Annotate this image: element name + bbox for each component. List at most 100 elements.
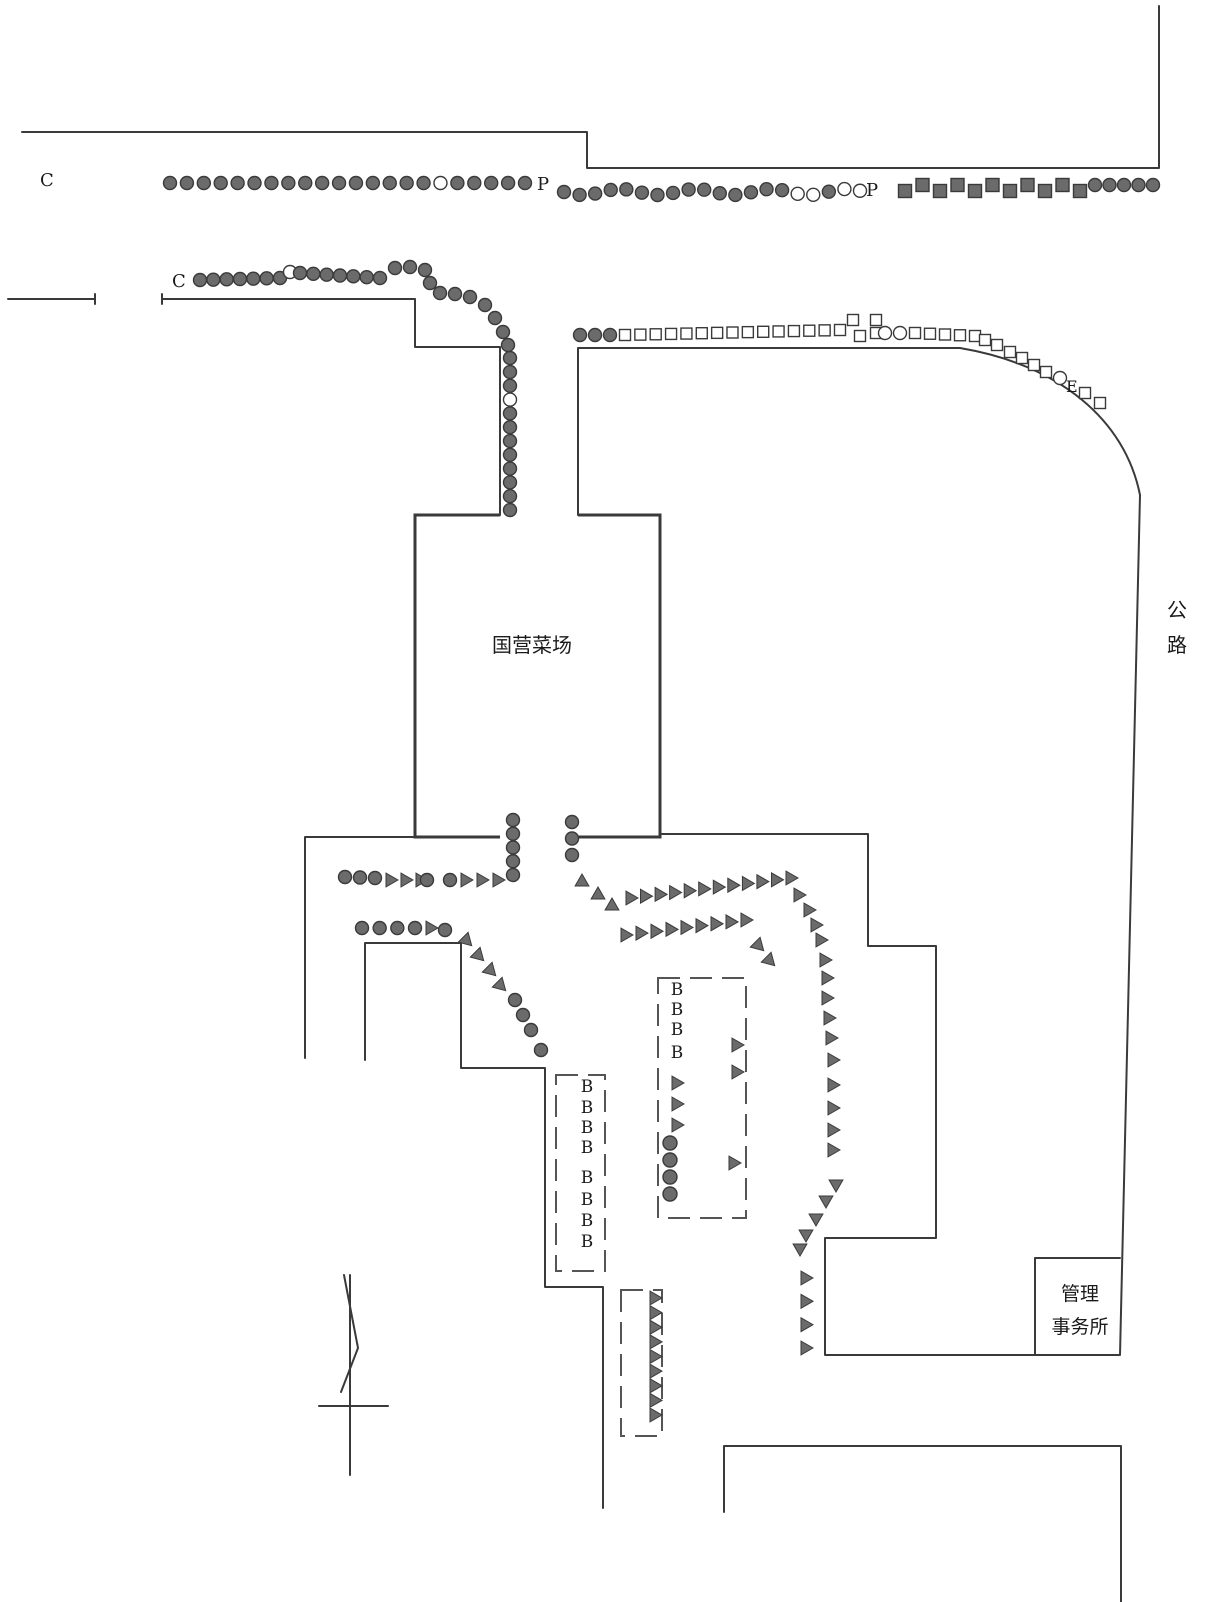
filled-circle-marker xyxy=(505,826,521,841)
road-label-1: 公 xyxy=(1167,598,1187,622)
p-label-1: P xyxy=(537,174,549,195)
triangle-marker xyxy=(821,990,836,1006)
open-square-marker xyxy=(908,326,922,340)
triangle-marker xyxy=(827,1100,842,1116)
open-square-marker xyxy=(726,326,739,339)
left-entrance-line xyxy=(7,293,501,516)
open-square-marker xyxy=(772,325,785,338)
filled-circle-marker xyxy=(246,271,261,286)
open-square-marker xyxy=(695,327,708,340)
open-square-marker xyxy=(741,325,755,339)
open-square-marker xyxy=(923,327,937,340)
open-square-marker xyxy=(803,324,816,337)
filled-circle-marker xyxy=(292,265,308,281)
filled-circle-marker xyxy=(500,175,516,191)
filled-circle-marker xyxy=(450,175,465,191)
triangle-marker xyxy=(798,1229,814,1244)
b-label: B xyxy=(581,1190,594,1210)
triangle-marker xyxy=(649,1363,663,1379)
filled-circle-marker xyxy=(505,867,521,883)
market-building xyxy=(413,513,662,839)
top-street-boundary xyxy=(21,5,1160,169)
filled-circle-marker xyxy=(206,272,221,287)
open-square-marker xyxy=(1027,358,1041,372)
b-label: B xyxy=(581,1232,594,1252)
open-square-marker xyxy=(649,328,662,341)
filled-circle-marker xyxy=(662,1169,678,1185)
filled-circle-marker xyxy=(662,1186,678,1202)
triangle-marker xyxy=(800,1270,815,1286)
filled-circle-marker xyxy=(1145,177,1161,193)
filled-circle-marker xyxy=(417,262,433,278)
open-circle-marker xyxy=(1052,370,1068,386)
triangle-marker xyxy=(756,873,770,890)
filled-circle-marker xyxy=(556,184,572,200)
triangle-marker xyxy=(695,917,709,934)
filled-circle-marker xyxy=(523,1022,539,1038)
filled-square-marker xyxy=(1020,177,1035,193)
open-square-marker xyxy=(990,338,1004,352)
filled-circle-marker xyxy=(821,184,837,199)
triangle-marker xyxy=(649,1348,664,1365)
filled-circle-marker xyxy=(533,1042,549,1058)
b-label: B xyxy=(581,1211,594,1231)
b-label: B xyxy=(671,1043,684,1063)
triangle-marker xyxy=(771,872,785,888)
filled-circle-marker xyxy=(665,185,681,201)
triangle-marker xyxy=(810,917,825,933)
triangle-marker xyxy=(741,875,756,892)
filled-circle-marker xyxy=(359,269,374,285)
triangle-marker xyxy=(828,1179,844,1194)
filled-circle-marker xyxy=(502,350,518,366)
stall-zone-c xyxy=(620,1289,663,1437)
open-circle-marker xyxy=(502,392,518,407)
filled-circle-marker xyxy=(774,182,790,198)
open-square-marker xyxy=(833,323,847,337)
filled-circle-marker xyxy=(743,185,759,200)
triangle-marker xyxy=(827,1142,842,1158)
triangle-marker xyxy=(640,888,654,904)
filled-circle-marker xyxy=(502,447,518,462)
filled-circle-marker xyxy=(515,1007,531,1023)
filled-circle-marker xyxy=(346,269,361,284)
c-label-top: C xyxy=(40,170,54,191)
filled-circle-marker xyxy=(603,182,618,198)
filled-circle-marker xyxy=(495,324,511,340)
triangle-marker xyxy=(492,872,507,888)
triangle-marker xyxy=(728,1155,743,1171)
filled-circle-marker xyxy=(1087,177,1103,193)
triangle-marker xyxy=(740,912,755,928)
filled-circle-marker xyxy=(505,840,521,855)
filled-square-marker xyxy=(1072,183,1088,199)
filled-circle-marker xyxy=(502,489,518,504)
filled-circle-marker xyxy=(365,175,381,191)
filled-square-marker xyxy=(985,177,1000,193)
open-square-marker xyxy=(757,325,770,338)
open-square-marker xyxy=(978,333,992,347)
filled-circle-marker xyxy=(564,814,580,830)
c-label-mid: C xyxy=(172,271,186,292)
open-circle-marker xyxy=(852,183,868,198)
office-building xyxy=(1034,1257,1121,1356)
filled-circle-marker xyxy=(319,267,334,282)
north-arrow-icon xyxy=(318,1274,389,1476)
office-label-2: 事务所 xyxy=(1051,1316,1108,1338)
triangle-marker xyxy=(800,1293,814,1310)
triangle-marker xyxy=(635,925,649,941)
triangle-marker xyxy=(827,1052,842,1068)
filled-square-marker xyxy=(950,177,965,193)
right-block-boundary xyxy=(577,347,1141,1356)
b-label: B xyxy=(581,1118,594,1138)
triangle-marker xyxy=(460,872,475,888)
filled-circle-marker xyxy=(728,187,743,203)
open-circle-marker xyxy=(892,325,908,341)
triangle-marker xyxy=(710,915,724,932)
filled-circle-marker xyxy=(179,175,195,191)
filled-square-marker xyxy=(1002,183,1018,199)
triangle-marker xyxy=(792,1243,808,1258)
filled-circle-marker xyxy=(1102,177,1117,193)
triangle-marker xyxy=(731,1064,746,1080)
filled-circle-marker xyxy=(219,272,234,287)
filled-circle-marker xyxy=(572,327,588,343)
